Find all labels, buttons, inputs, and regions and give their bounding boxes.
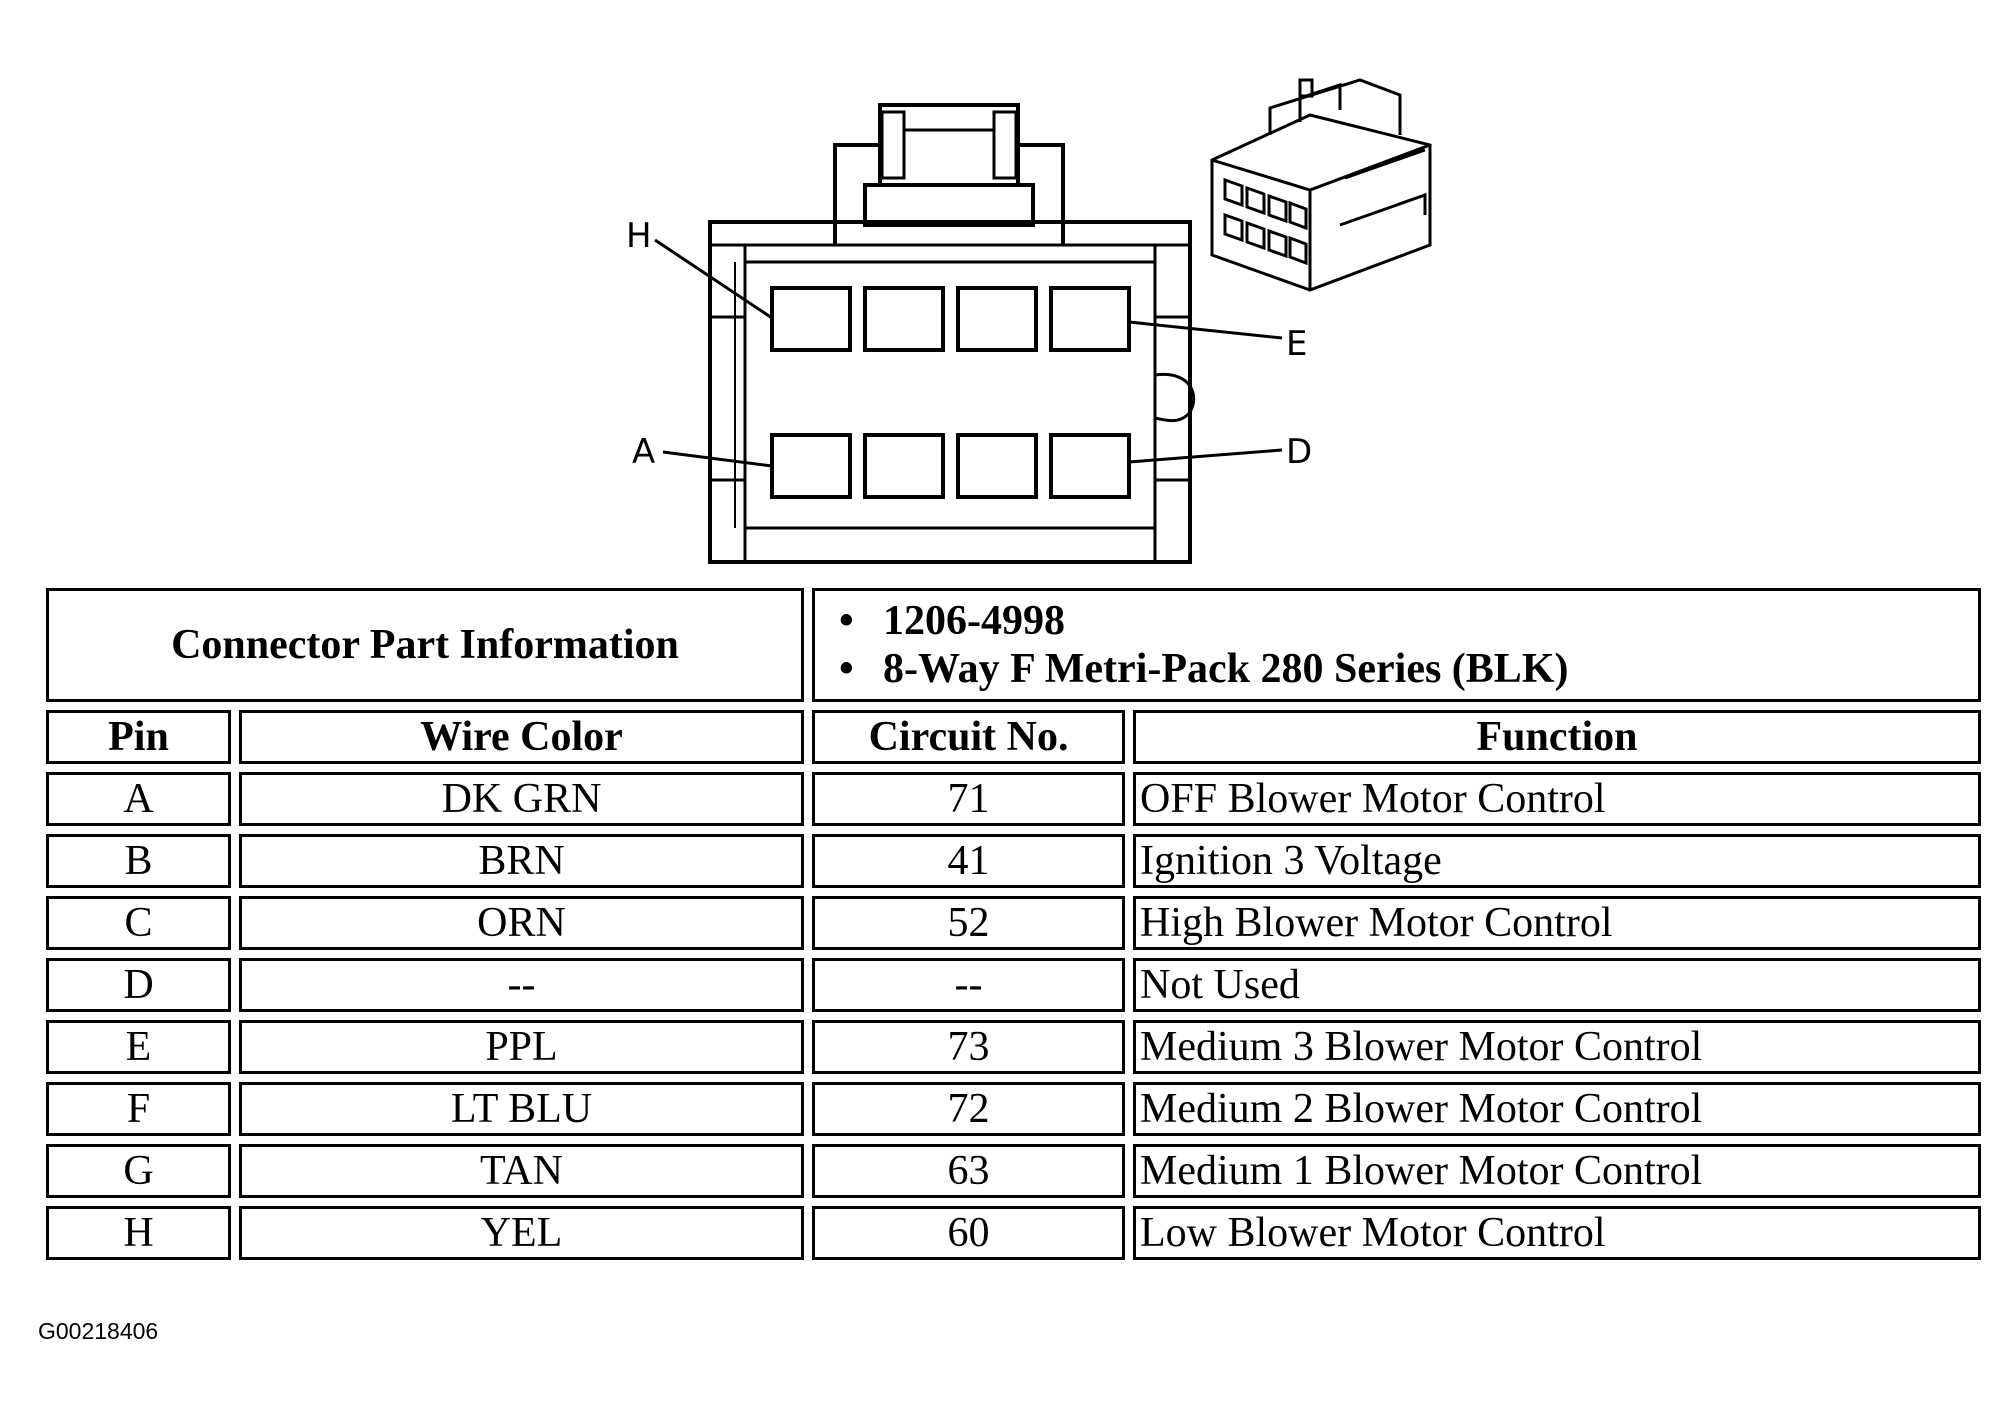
table-row: A DK GRN 71 OFF Blower Motor Control bbox=[46, 772, 1982, 826]
circuit-cell: 73 bbox=[812, 1020, 1126, 1074]
table-row: C ORN 52 High Blower Motor Control bbox=[46, 896, 1982, 950]
table-row: H YEL 60 Low Blower Motor Control bbox=[46, 1206, 1982, 1260]
pin-label-d: D bbox=[1286, 432, 1312, 472]
function-cell: OFF Blower Motor Control bbox=[1133, 772, 1982, 826]
thumbnail-cavities bbox=[1223, 177, 1308, 266]
circuit-cell: 71 bbox=[812, 772, 1126, 826]
pin-cell: D bbox=[46, 958, 231, 1012]
circuit-cell: -- bbox=[812, 958, 1126, 1012]
circuit-cell: 60 bbox=[812, 1206, 1126, 1260]
cavity-e bbox=[1049, 286, 1131, 352]
function-cell: High Blower Motor Control bbox=[1133, 896, 1982, 950]
wire-color-cell: TAN bbox=[239, 1144, 805, 1198]
circuit-cell: 72 bbox=[812, 1082, 1126, 1136]
wire-color-cell: PPL bbox=[239, 1020, 805, 1074]
function-cell: Medium 2 Blower Motor Control bbox=[1133, 1082, 1982, 1136]
pin-cell: F bbox=[46, 1082, 231, 1136]
cavity-f bbox=[956, 286, 1038, 352]
function-cell: Low Blower Motor Control bbox=[1133, 1206, 1982, 1260]
pin-cell: E bbox=[46, 1020, 231, 1074]
table-row: E PPL 73 Medium 3 Blower Motor Control bbox=[46, 1020, 1982, 1074]
function-cell: Not Used bbox=[1133, 958, 1982, 1012]
function-cell: Medium 3 Blower Motor Control bbox=[1133, 1020, 1982, 1074]
cavity-d bbox=[1049, 433, 1131, 499]
connector-info-row: Connector Part Information 1206-4998 8-W… bbox=[46, 588, 1982, 702]
cavity-b bbox=[863, 433, 945, 499]
pin-cell: H bbox=[46, 1206, 231, 1260]
header-row: Pin Wire Color Circuit No. Function bbox=[46, 710, 1982, 764]
wire-color-cell: -- bbox=[239, 958, 805, 1012]
cavity-c bbox=[956, 433, 1038, 499]
function-cell: Ignition 3 Voltage bbox=[1133, 834, 1982, 888]
connector-info-details: 1206-4998 8-Way F Metri-Pack 280 Series … bbox=[812, 588, 1982, 702]
circuit-cell: 41 bbox=[812, 834, 1126, 888]
pin-cell: C bbox=[46, 896, 231, 950]
cavity-h bbox=[770, 286, 852, 352]
wire-color-cell: LT BLU bbox=[239, 1082, 805, 1136]
connector-table: Connector Part Information 1206-4998 8-W… bbox=[38, 580, 1989, 1268]
connector-latch bbox=[833, 103, 1065, 245]
figure-id: G00218406 bbox=[38, 1318, 159, 1344]
connector-diagram: H E A D bbox=[626, 78, 1432, 564]
pin-label-a: A bbox=[632, 432, 655, 472]
table-row: D -- -- Not Used bbox=[46, 958, 1982, 1012]
table-row: B BRN 41 Ignition 3 Voltage bbox=[46, 834, 1982, 888]
cavity-g bbox=[863, 286, 945, 352]
wire-color-cell: YEL bbox=[239, 1206, 805, 1260]
circuit-cell: 63 bbox=[812, 1144, 1126, 1198]
pin-label-h: H bbox=[626, 216, 652, 256]
header-pin: Pin bbox=[46, 710, 231, 764]
wire-color-cell: DK GRN bbox=[239, 772, 805, 826]
pin-label-e: E bbox=[1286, 324, 1307, 364]
pin-cell: B bbox=[46, 834, 231, 888]
header-function: Function bbox=[1133, 710, 1982, 764]
circuit-cell: 52 bbox=[812, 896, 1126, 950]
connector-details-list: 1206-4998 8-Way F Metri-Pack 280 Series … bbox=[819, 597, 1974, 693]
leader-lines bbox=[654, 238, 1283, 468]
table-row: F LT BLU 72 Medium 2 Blower Motor Contro… bbox=[46, 1082, 1982, 1136]
connector-body bbox=[708, 220, 1196, 564]
connector-type: 8-Way F Metri-Pack 280 Series (BLK) bbox=[839, 645, 1974, 693]
connector-3d-thumbnail bbox=[1210, 78, 1432, 292]
table-row: G TAN 63 Medium 1 Blower Motor Control bbox=[46, 1144, 1982, 1198]
connector-part-number: 1206-4998 bbox=[839, 597, 1974, 645]
pin-cavities bbox=[770, 286, 1131, 499]
header-wire-color: Wire Color bbox=[239, 710, 805, 764]
function-cell: Medium 1 Blower Motor Control bbox=[1133, 1144, 1982, 1198]
pin-cell: G bbox=[46, 1144, 231, 1198]
cavity-a bbox=[770, 433, 852, 499]
connector-info-label: Connector Part Information bbox=[46, 588, 805, 702]
wire-color-cell: BRN bbox=[239, 834, 805, 888]
pin-cell: A bbox=[46, 772, 231, 826]
header-circuit-no: Circuit No. bbox=[812, 710, 1126, 764]
wire-color-cell: ORN bbox=[239, 896, 805, 950]
